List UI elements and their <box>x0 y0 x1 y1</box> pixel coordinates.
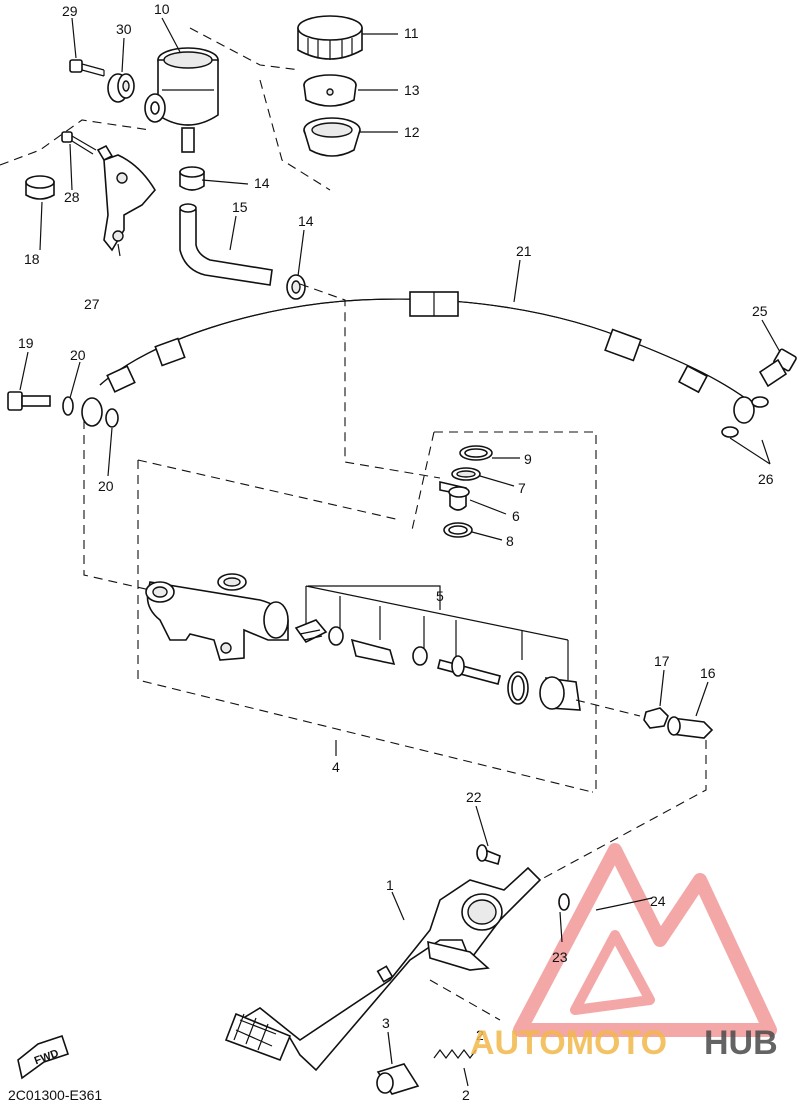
brake-hose-21 <box>81 291 755 427</box>
box-outline-upper <box>434 431 597 793</box>
label-28: 28 <box>64 189 80 205</box>
clip-14-upper <box>179 166 205 191</box>
label-8: 8 <box>506 533 514 549</box>
label-4: 4 <box>332 759 340 775</box>
union-bolt-25 <box>758 348 797 388</box>
cotter-pin-24 <box>595 904 621 911</box>
bracket-27 <box>96 144 156 252</box>
leader-17 <box>575 699 641 717</box>
label-7: 7 <box>518 480 526 496</box>
label-27: 27 <box>84 296 100 312</box>
label-15: 15 <box>232 199 248 215</box>
watermark-text-a: AUTOMOTO <box>470 1024 667 1062</box>
hose-15 <box>179 203 273 286</box>
washer-20-right <box>105 408 119 428</box>
watermark-text-b: HUB <box>704 1024 778 1062</box>
label-13: 13 <box>404 82 420 98</box>
pin-3 <box>376 1063 420 1095</box>
rod-end-16 <box>667 716 714 739</box>
label-5: 5 <box>436 588 444 604</box>
label-25: 25 <box>752 303 768 319</box>
part-labels: 29 30 10 11 13 12 14 15 14 21 25 28 18 2… <box>8 1 774 1103</box>
diagram-code: 2C01300-E361 <box>8 1087 102 1103</box>
box-outline-lower <box>137 460 593 793</box>
washer-23 <box>558 893 570 911</box>
joint-6 <box>439 480 470 511</box>
spring-2 <box>433 1049 477 1059</box>
label-22: 22 <box>466 789 482 805</box>
label-2: 2 <box>462 1087 470 1103</box>
leader-2 <box>429 979 501 1021</box>
label-23: 23 <box>552 949 568 965</box>
master-cylinder-4 <box>145 573 289 661</box>
nut-17 <box>643 707 669 729</box>
label-11: 11 <box>404 25 419 41</box>
leader-hose <box>299 283 441 479</box>
watermark-text: AUTOMOTO HUB <box>470 1024 778 1062</box>
leader-16 <box>539 740 707 881</box>
label-3: 3 <box>382 1015 390 1031</box>
label-24: 24 <box>650 893 666 909</box>
label-12: 12 <box>404 124 420 140</box>
circlip-8 <box>443 522 473 538</box>
label-18: 18 <box>24 251 40 267</box>
o-ring-7 <box>451 467 481 481</box>
label-9: 9 <box>524 451 532 467</box>
collar-18 <box>25 175 55 200</box>
label-leaders <box>19 17 781 1087</box>
watermark-logo <box>513 843 777 1037</box>
clip-14-lower <box>286 274 306 300</box>
leader-18 <box>0 119 151 166</box>
label-16: 16 <box>700 665 716 681</box>
label-17: 17 <box>654 653 670 669</box>
label-2-upper: 2 <box>476 1027 484 1043</box>
label-30: 30 <box>116 21 132 37</box>
label-20-lower: 20 <box>98 478 114 494</box>
label-21: 21 <box>516 243 532 259</box>
clevis-pin-22 <box>476 844 501 866</box>
bolt-29 <box>69 59 105 77</box>
label-10: 10 <box>154 1 170 17</box>
label-29: 29 <box>62 3 78 19</box>
reservoir-assembly <box>144 15 363 157</box>
label-14-upper: 14 <box>254 175 270 191</box>
union-bolt-19 <box>7 391 51 411</box>
washer-20-left <box>62 396 74 416</box>
label-26: 26 <box>758 471 774 487</box>
fwd-arrow-icon: FWD <box>17 1034 70 1080</box>
grommet-30 <box>107 73 135 103</box>
piston-kit-5 <box>294 585 581 711</box>
leader-10b <box>259 79 331 191</box>
label-1: 1 <box>386 877 394 893</box>
label-20-upper: 20 <box>70 347 86 363</box>
box-outline-top <box>137 459 401 521</box>
brake-pedal-1 <box>224 866 542 1072</box>
bolt-28 <box>61 131 97 155</box>
label-19: 19 <box>18 335 34 351</box>
o-ring-9 <box>459 445 493 461</box>
label-6: 6 <box>512 508 520 524</box>
box-outline-left <box>411 431 435 531</box>
washer-26 <box>721 396 769 438</box>
leader-10 <box>189 27 301 71</box>
label-14-lower: 14 <box>298 213 314 229</box>
leader-20 <box>83 420 151 591</box>
